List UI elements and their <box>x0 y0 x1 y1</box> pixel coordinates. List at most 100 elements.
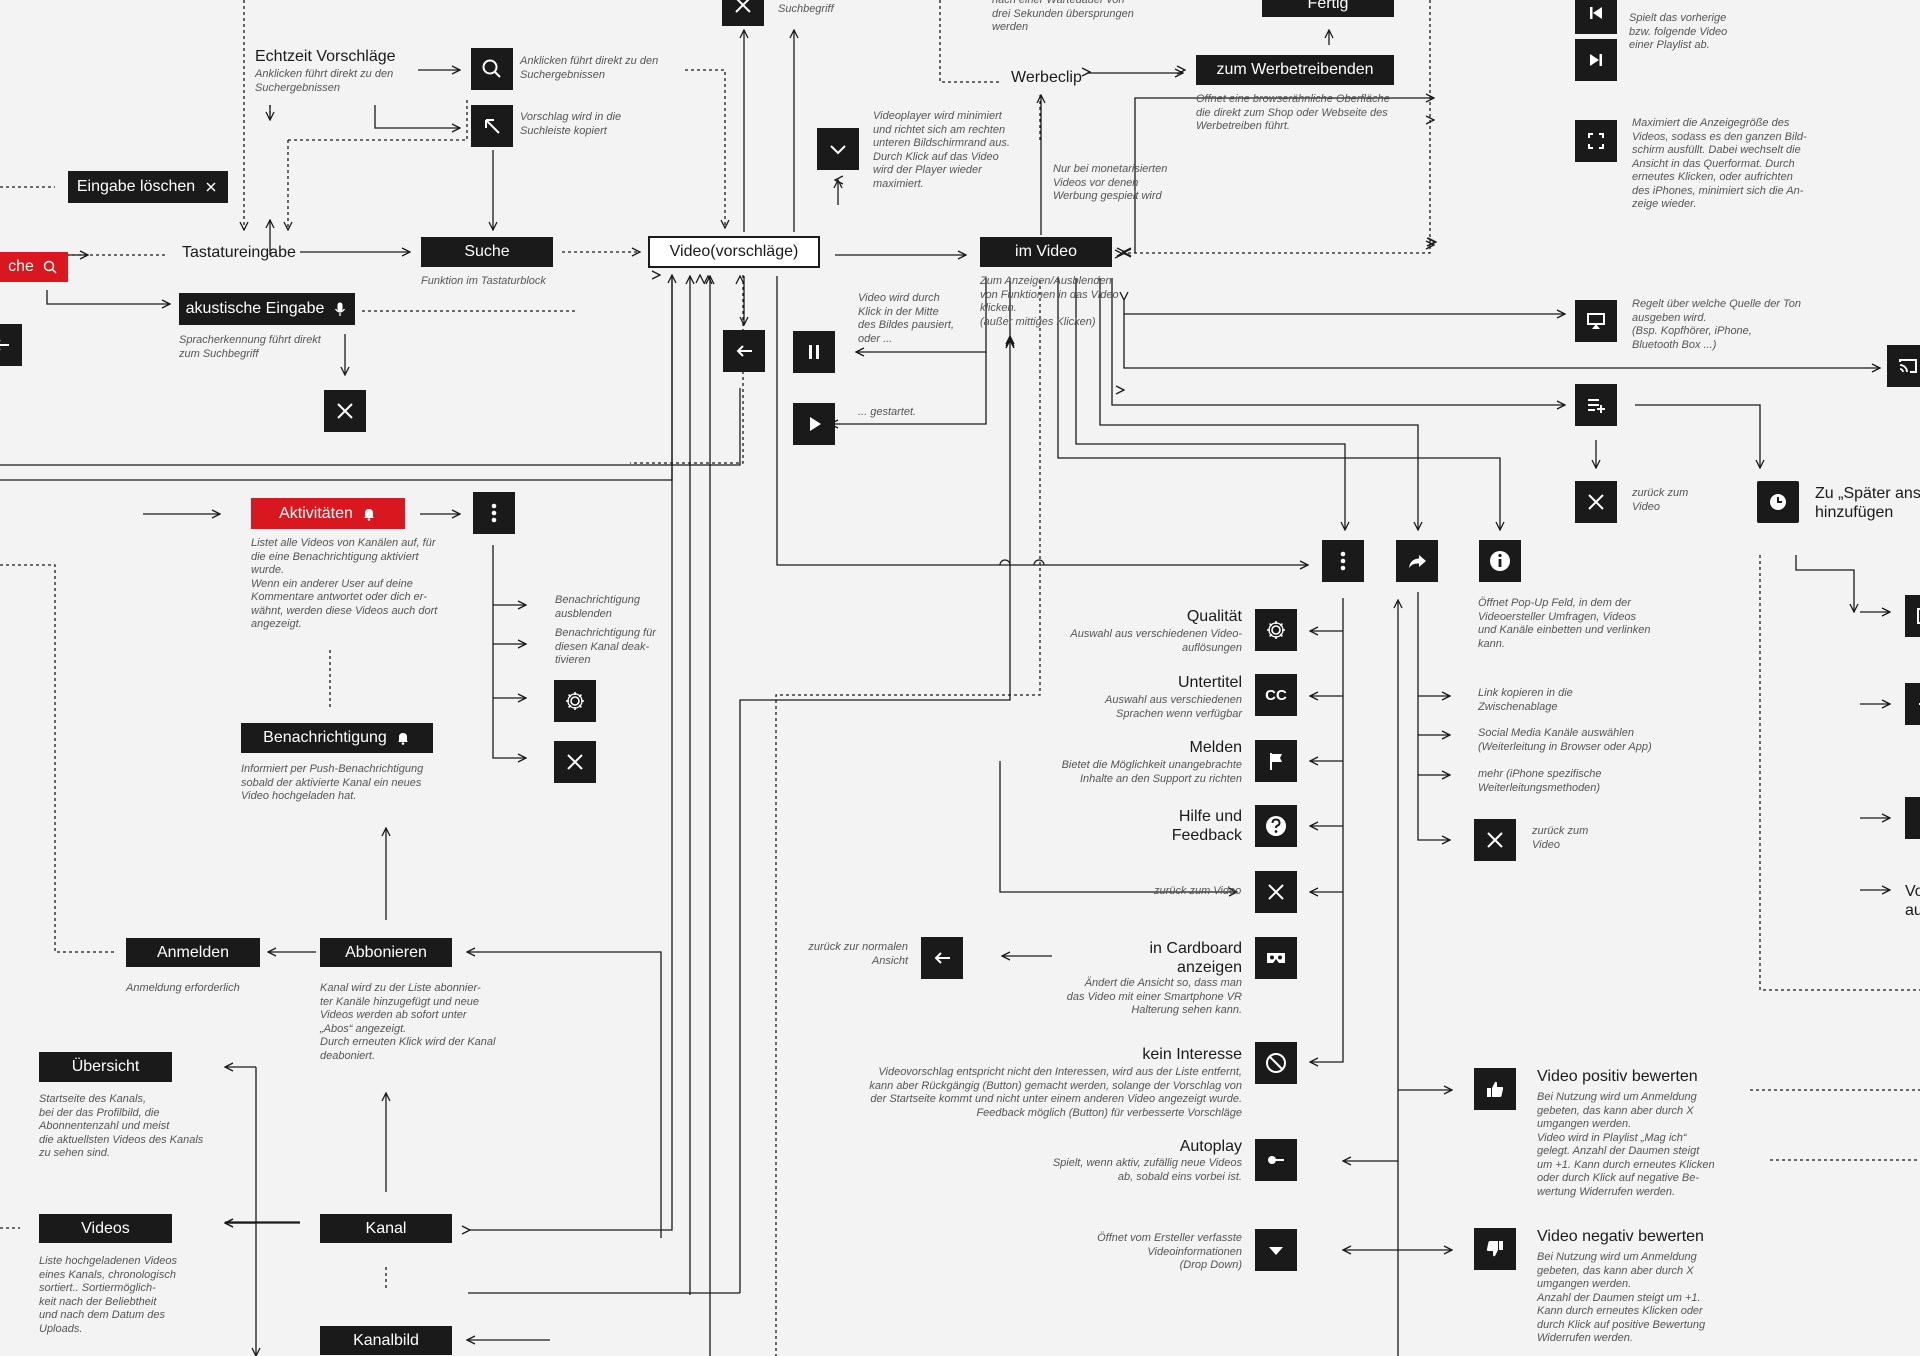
popup-note: Öffnet Pop-Up Feld, in dem der Videoerst… <box>1478 597 1651 650</box>
anmeldung-note: Anmeldung erforderlich <box>126 982 240 994</box>
cast-icon-box[interactable] <box>1887 345 1920 387</box>
subtitles-icon-box[interactable]: CC <box>1255 674 1297 716</box>
back-icon-video[interactable] <box>723 330 765 372</box>
close-icon-share[interactable] <box>1474 819 1516 861</box>
copy-suggestion-note: Vorschlag wird in die Suchleiste kopiert <box>520 111 622 137</box>
toggle-icon <box>1268 1156 1284 1164</box>
ausblenden-note: Benachrichtigung ausblenden <box>555 594 641 620</box>
video-vorschlaege-node[interactable]: Video(vorschläge) <box>648 236 820 268</box>
pausiert-note: Video wird durch Klick in der Mitte des … <box>858 292 954 345</box>
suche-note: Funktion im Tastaturblock <box>421 275 546 287</box>
fullscreen-icon-box[interactable] <box>1575 120 1617 162</box>
akustische-eingabe-button[interactable]: akustische Eingabe <box>179 293 355 325</box>
cardboard-note: Ändert die Ansicht so, dass man das Vide… <box>1066 977 1242 1016</box>
more-menu-icon-box[interactable] <box>1322 540 1364 582</box>
tastatureingabe-label: Tastatureingabe <box>182 244 296 261</box>
zum-werbetreibenden-button[interactable]: zum Werbetreibenden <box>1196 55 1394 85</box>
add-to-playlist-icon-box[interactable] <box>1575 384 1617 426</box>
share-icon-box[interactable] <box>1396 540 1438 582</box>
normale-ansicht-note: zurück zur normalen Ansicht <box>808 941 908 967</box>
info-dropdown-note: Öffnet vom Ersteller verfasste Videoinfo… <box>1097 1232 1242 1271</box>
werbe-top-note: nach einer Wartedauer von drei Sekunden … <box>992 0 1134 33</box>
back-icon-cardboard[interactable] <box>921 937 963 979</box>
autoplay-note: Spielt, wenn aktiv, zufällig neue Videos… <box>1052 1157 1242 1183</box>
not-interested-icon-box[interactable] <box>1255 1042 1297 1084</box>
info-icon-box[interactable] <box>1479 540 1521 582</box>
back-icon-left[interactable] <box>0 324 22 366</box>
cc-icon: CC <box>1265 686 1287 704</box>
thumbs-up-icon-box[interactable] <box>1474 1068 1516 1110</box>
mehr-note: mehr (iPhone spezifische Weiterleitungsm… <box>1478 768 1602 794</box>
help-icon-box[interactable] <box>1255 805 1297 847</box>
next-video-icon[interactable] <box>1575 39 1617 81</box>
close-icon <box>735 0 751 13</box>
videos-button[interactable]: Videos <box>39 1214 172 1243</box>
videos-label: Videos <box>81 1219 130 1237</box>
fullscreen-icon <box>1588 133 1604 149</box>
fertig-label: Fertig <box>1307 0 1349 12</box>
aktivitaeten-note: Listet alle Videos von Kanälen auf, für … <box>251 537 438 630</box>
melden-note: Bietet die Möglichkeit unangebrachte Inh… <box>1061 759 1242 785</box>
more-vertical-icon <box>1340 551 1346 571</box>
autoplay-label: Autoplay <box>1179 1138 1242 1155</box>
fertig-button[interactable]: Fertig <box>1262 0 1394 17</box>
suche-red-button[interactable]: che <box>0 252 68 282</box>
close-icon-activities[interactable] <box>554 741 596 783</box>
eingabe-loeschen-button[interactable]: Eingabe löschen <box>68 171 228 203</box>
social-note: Social Media Kanäle auswählen (Weiterlei… <box>1478 727 1652 753</box>
report-icon-box[interactable] <box>1255 740 1297 782</box>
close-icon-top[interactable] <box>722 0 764 26</box>
werbetreibend-note: Offnet eine browserähnliche Oberfläche d… <box>1196 93 1390 132</box>
previous-video-icon[interactable] <box>1575 0 1617 34</box>
zum-werbetreibenden-label: zum Werbetreibenden <box>1216 61 1374 78</box>
abbonieren-button[interactable]: Abbonieren <box>320 938 452 967</box>
im-video-note: Zum Anzeigen/Ausblenden von Funktionen i… <box>980 275 1119 328</box>
copy-suggestion-icon[interactable] <box>471 105 513 147</box>
aktivitaeten-button[interactable]: Aktivitäten <box>251 498 405 529</box>
cut-icon-3 <box>1905 797 1920 839</box>
play-icon-box[interactable] <box>793 403 835 445</box>
anmelden-button[interactable]: Anmelden <box>126 938 260 967</box>
airplay-icon <box>1587 313 1605 329</box>
suchbegriff-note: Suchbegriff <box>778 3 834 15</box>
thumbs-down-icon-box[interactable] <box>1474 1228 1516 1270</box>
kanalbild-button[interactable]: Kanalbild <box>320 1326 452 1355</box>
help-icon <box>1266 816 1286 836</box>
info-icon <box>1490 551 1510 571</box>
zurueck2-note: zurück zum Video <box>1532 825 1589 851</box>
plus-icon <box>1919 703 1920 705</box>
notification-settings-icon-box[interactable] <box>554 680 596 722</box>
autoplay-icon-box[interactable] <box>1255 1139 1297 1181</box>
close-icon-akustisch[interactable] <box>324 390 366 432</box>
airplay-icon-box[interactable] <box>1575 300 1617 342</box>
activities-more-icon-box[interactable] <box>473 492 515 534</box>
minimize-player-icon[interactable] <box>817 128 859 170</box>
quality-icon-box[interactable] <box>1255 609 1297 651</box>
search-suggestion-icon[interactable] <box>471 48 513 90</box>
maximiert-note: Maximiert die Anzeigegröße des Videos, s… <box>1632 117 1807 210</box>
arrow-left-icon <box>0 340 9 350</box>
uebersicht-button[interactable]: Übersicht <box>39 1052 172 1082</box>
vr-headset-icon <box>1267 953 1285 963</box>
cut-icon-1 <box>1905 595 1920 637</box>
arrow-left-icon <box>736 345 752 357</box>
close-icon <box>203 179 219 195</box>
benachrichtigung-button[interactable]: Benachrichtigung <box>241 723 433 753</box>
watch-later-icon-box[interactable] <box>1757 481 1799 523</box>
im-video-node[interactable]: im Video <box>980 237 1112 267</box>
dropdown-icon-box[interactable] <box>1255 1229 1297 1271</box>
echtzeit-label: Echtzeit Vorschläge <box>255 48 396 65</box>
untertitel-label: Untertitel <box>1177 674 1242 691</box>
positiv-label: Video positiv bewerten <box>1537 1068 1698 1085</box>
close-icon-menu[interactable] <box>1255 871 1297 913</box>
gear-icon <box>1912 804 1920 832</box>
anmelden-label: Anmelden <box>156 943 230 961</box>
cut-label-vo: Vo au <box>1905 883 1920 919</box>
close-icon-playlist[interactable] <box>1575 481 1617 523</box>
kanal-button[interactable]: Kanal <box>320 1214 452 1243</box>
cardboard-icon-box[interactable] <box>1255 937 1297 979</box>
uebersicht-note: Startseite des Kanals, bei der das Profi… <box>39 1093 204 1159</box>
more-vertical-icon <box>491 503 497 523</box>
pause-icon-box[interactable] <box>793 331 835 373</box>
suche-button[interactable]: Suche <box>421 237 553 267</box>
